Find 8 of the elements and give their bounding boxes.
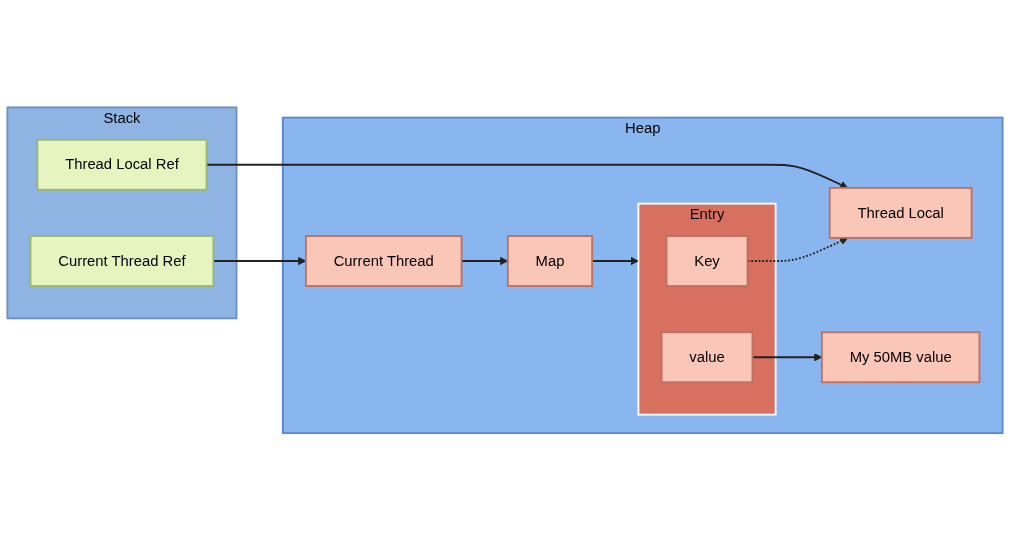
node-box: My 50MB value <box>820 331 981 384</box>
node-box: Current Thread Ref <box>29 235 215 288</box>
node-box: value <box>660 331 754 384</box>
node-box: Map <box>506 235 594 288</box>
node-box: Thread Local Ref <box>36 139 208 191</box>
node-box: Key <box>665 235 749 288</box>
node-box: Current Thread <box>304 235 463 288</box>
node-box: Thread Local <box>828 187 973 240</box>
